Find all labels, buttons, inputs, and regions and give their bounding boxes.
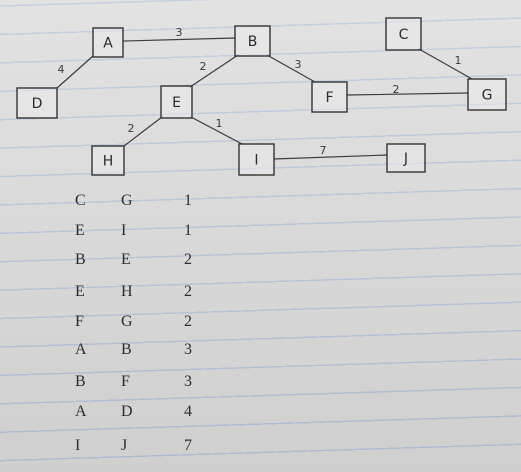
edge-weight-e-h: 2	[128, 122, 135, 135]
edge-from: E	[75, 222, 85, 239]
edge-weight-b-f: 3	[295, 58, 302, 71]
edge-from: B	[75, 373, 86, 390]
graph-edge-weights: 3 4 2 3 1 2 2 1 7	[58, 26, 462, 157]
graph-nodes: A B C D E F G H I J	[16, 17, 507, 176]
edge-to: I	[121, 222, 127, 239]
edge-to: G	[121, 313, 133, 330]
edge-weight: 1	[184, 222, 192, 239]
edge-to: G	[121, 192, 133, 209]
node-box	[16, 87, 58, 119]
sorted-edge-row: E H 2	[0, 283, 521, 303]
node-label: I	[254, 153, 258, 169]
sorted-edge-row: A B 3	[0, 341, 521, 361]
graph-edges	[56, 37, 473, 160]
node-box	[238, 143, 275, 176]
edge-weight-a-b: 3	[176, 26, 183, 39]
edge-e-h	[123, 116, 163, 147]
edge-from: F	[75, 313, 84, 330]
edge-i-j	[273, 154, 388, 160]
node-c: C	[385, 17, 422, 51]
node-a: A	[92, 27, 124, 58]
edge-a-b	[123, 37, 236, 42]
node-box	[386, 143, 426, 173]
sorted-edge-row: E I 1	[0, 222, 521, 242]
node-h: H	[91, 145, 125, 176]
edge-e-i	[190, 116, 243, 145]
node-d: D	[16, 87, 58, 119]
node-e: E	[160, 85, 193, 119]
edge-f-g	[346, 92, 469, 96]
sorted-edge-row: B F 3	[0, 373, 521, 393]
edge-weight-c-g: 1	[455, 54, 462, 67]
edge-weight-e-i: 1	[216, 117, 223, 130]
edge-to: D	[121, 403, 133, 420]
edge-to: F	[121, 373, 130, 390]
edge-weight: 1	[184, 192, 192, 209]
edge-from: A	[75, 341, 87, 358]
node-g: G	[467, 78, 507, 111]
edge-to: J	[121, 437, 128, 454]
edge-a-d	[56, 55, 94, 89]
edge-b-e	[189, 54, 239, 88]
node-label: G	[482, 88, 493, 104]
edge-weight-f-g: 2	[393, 83, 400, 96]
node-label: B	[248, 34, 258, 50]
node-label: D	[32, 96, 43, 112]
edge-weight: 2	[184, 283, 192, 300]
edge-weight: 3	[184, 341, 192, 358]
edge-from: A	[75, 403, 87, 420]
edge-to: B	[121, 341, 132, 358]
sorted-edge-row: B E 2	[0, 251, 521, 271]
edge-weight: 7	[184, 437, 192, 454]
node-box	[234, 25, 271, 57]
edge-to: E	[121, 251, 131, 268]
sorted-edge-row: C G 1	[0, 192, 521, 212]
node-b: B	[234, 25, 271, 57]
node-label: A	[103, 36, 113, 52]
node-label: F	[325, 90, 333, 106]
edge-to: H	[121, 283, 133, 300]
edge-from: I	[75, 437, 81, 454]
edge-b-f	[266, 54, 316, 83]
edge-weight-b-e: 2	[200, 60, 207, 73]
node-box	[91, 145, 125, 176]
node-label: J	[403, 151, 408, 167]
sorted-edge-row: I J 7	[0, 437, 521, 457]
edge-weight: 4	[184, 403, 192, 420]
edge-weight-a-d: 4	[58, 63, 65, 76]
sorted-edge-row: F G 2	[0, 313, 521, 333]
node-box	[467, 78, 507, 111]
edge-weight: 2	[184, 251, 192, 268]
node-label: H	[103, 154, 114, 170]
node-i: I	[238, 143, 275, 176]
edge-weight-i-j: 7	[320, 144, 327, 157]
edge-from: B	[75, 251, 86, 268]
node-box	[92, 27, 124, 58]
node-box	[385, 17, 422, 51]
node-box	[311, 81, 348, 113]
edge-from: C	[75, 192, 86, 209]
sorted-edge-row: A D 4	[0, 403, 521, 423]
edge-from: E	[75, 283, 85, 300]
node-label: C	[399, 27, 409, 43]
node-f: F	[311, 81, 348, 113]
node-j: J	[386, 143, 426, 173]
edge-c-g	[418, 48, 473, 80]
edge-weight: 2	[184, 313, 192, 330]
node-box	[160, 85, 193, 119]
edge-weight: 3	[184, 373, 192, 390]
node-label: E	[172, 95, 181, 111]
